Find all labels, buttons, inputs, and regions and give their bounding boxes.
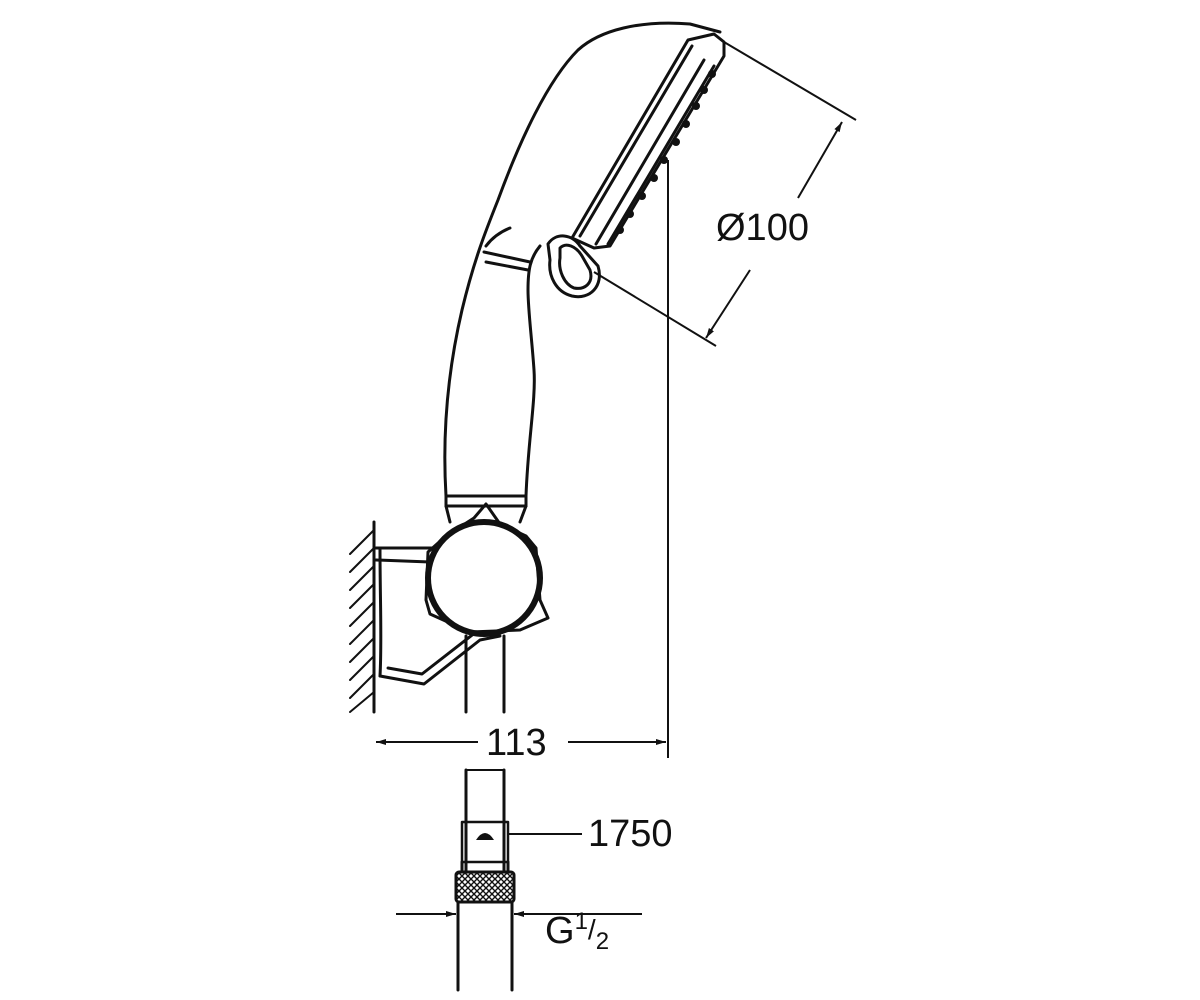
shower-handle <box>443 21 722 524</box>
diameter-dimension <box>593 41 857 347</box>
thread-label: G1/2 <box>545 910 609 954</box>
hose-stub <box>464 634 506 714</box>
width-label: 113 <box>478 724 555 762</box>
diameter-label: Ø100 <box>716 207 809 249</box>
shower-head <box>570 32 726 250</box>
knurled-nut <box>454 870 516 904</box>
threaded-connector <box>456 900 514 992</box>
width-dimension <box>376 160 669 758</box>
holder-cap <box>424 502 550 637</box>
hose-length-label: 1750 <box>588 813 673 855</box>
spray-nozzles <box>616 70 716 234</box>
wall-bracket <box>374 546 502 686</box>
hose-end-fitting <box>460 768 510 874</box>
thread-denominator: 2 <box>595 928 610 955</box>
thread-slash: / <box>587 914 596 945</box>
thread-numerator: 1 <box>574 908 588 935</box>
wall-hatching <box>349 520 376 714</box>
thread-prefix: G <box>545 910 575 952</box>
